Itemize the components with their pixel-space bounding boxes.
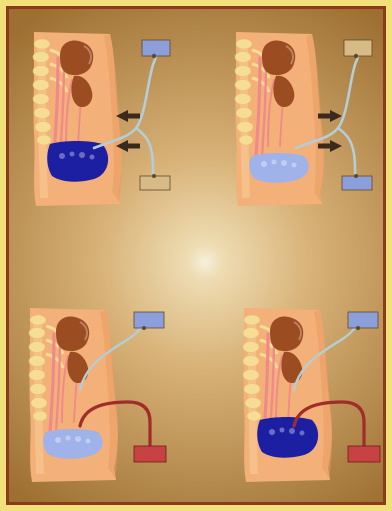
vertebra — [34, 39, 50, 49]
vertebra — [33, 80, 49, 91]
vertebra — [30, 384, 46, 395]
bag-connector-upper — [152, 54, 156, 58]
liver-organ — [60, 41, 93, 76]
intestine-loop — [269, 429, 275, 435]
vertebra — [243, 328, 259, 339]
bag-connector-upper — [142, 326, 146, 330]
intestine-loop — [66, 436, 71, 441]
vertebra — [243, 342, 259, 353]
abdominal-fluid — [43, 429, 102, 459]
bag-connector-lower — [152, 174, 156, 178]
liver-organ — [270, 317, 303, 352]
vertebra — [235, 80, 251, 91]
torso-figure — [243, 308, 332, 482]
bag-connector-lower — [354, 174, 358, 178]
vertebra — [29, 342, 45, 353]
intestine-loop — [59, 153, 65, 159]
vertebra — [235, 94, 251, 105]
vertebra — [244, 384, 260, 395]
dialysate-bag-upper — [344, 40, 372, 56]
vertebra — [245, 398, 261, 409]
vertebra — [30, 315, 46, 325]
vertebra — [31, 398, 47, 409]
vertebra — [34, 108, 50, 119]
vertebra — [236, 39, 252, 49]
intestine-loop — [79, 152, 85, 158]
vertebra — [33, 94, 49, 105]
intestine-loop — [280, 428, 285, 433]
liver-organ — [262, 41, 295, 76]
intestine-loop — [281, 160, 287, 166]
intestine-loop — [90, 155, 95, 160]
drain-bag-lower — [342, 176, 372, 190]
vertebra — [35, 122, 51, 133]
vertebra — [37, 135, 51, 145]
abdominal-fluid — [257, 417, 318, 458]
intestine-loop — [86, 439, 91, 444]
intestine-loop — [261, 161, 267, 167]
vertebra — [29, 370, 45, 381]
dialysate-bag-upper — [348, 312, 378, 328]
intestine-loop — [75, 436, 81, 442]
vertebra — [235, 52, 251, 63]
vertebra — [29, 356, 45, 367]
torso-figure — [29, 308, 118, 482]
bag-connector-upper — [354, 54, 358, 58]
drain-bag-lower — [140, 176, 170, 190]
vertebra — [29, 328, 45, 339]
vertebra — [33, 411, 47, 421]
vertebra — [244, 315, 260, 325]
liver-organ — [56, 317, 89, 352]
transfer-bag — [348, 446, 380, 462]
vertebra — [235, 66, 251, 77]
vertebra — [237, 122, 253, 133]
intestine-loop — [70, 152, 75, 157]
dialysate-bag-upper — [142, 40, 170, 56]
intestine-loop — [292, 163, 297, 168]
intestine-loop — [55, 437, 61, 443]
vertebra — [33, 66, 49, 77]
vertebra — [33, 52, 49, 63]
abdominal-fluid — [249, 153, 308, 183]
vertebra — [243, 356, 259, 367]
transfer-bag — [134, 446, 166, 462]
torso-figure — [235, 32, 324, 206]
vertebra — [247, 411, 261, 421]
vertebra — [239, 135, 253, 145]
intestine-loop — [300, 431, 305, 436]
intestine-loop — [272, 160, 277, 165]
vertebra — [236, 108, 252, 119]
dialysate-bag-upper — [134, 312, 164, 328]
intestine-loop — [289, 428, 295, 434]
torso-figure — [33, 32, 122, 206]
bag-connector-upper — [356, 326, 360, 330]
vertebra — [243, 370, 259, 381]
